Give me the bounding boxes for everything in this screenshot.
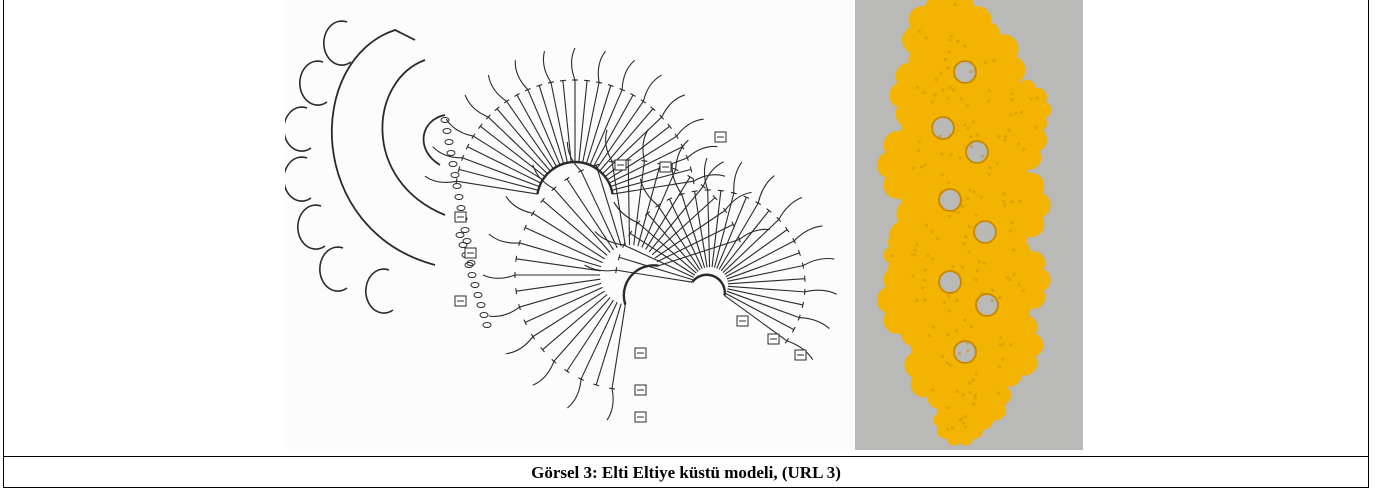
yellow-crochet-lace-photo [855,0,1083,450]
scallop-arcs [285,21,393,313]
figure-caption-cell: Görsel 3: Elti Eltiye küstü modeli, (URL… [4,457,1368,488]
crochet-chart-diagram [285,0,855,450]
fan-motif-middle [483,129,770,420]
crochet-chart-icon [285,0,855,450]
arrow-arcs [332,30,445,265]
crochet-lace-icon [855,0,1083,450]
figure-image-cell [4,0,1368,457]
fan-motif-top [425,48,725,194]
figure-caption: Görsel 3: Elti Eltiye küstü modeli, (URL… [531,463,841,483]
fan-motif-right [585,158,837,360]
figure-table: Görsel 3: Elti Eltiye küstü modeli, (URL… [3,0,1369,488]
